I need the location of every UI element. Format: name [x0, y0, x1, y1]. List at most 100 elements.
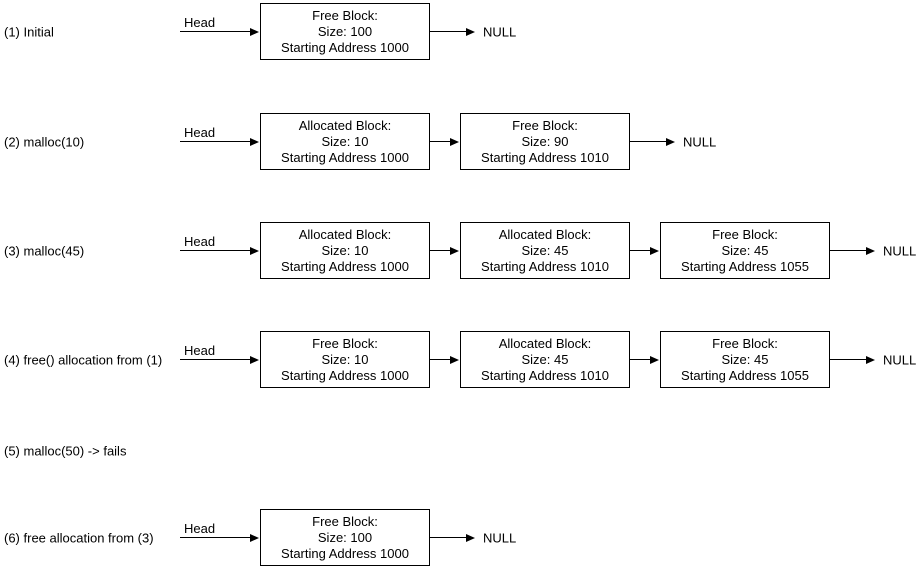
- diagram-row-free-from-3: (6) free allocation from (3) Head Free B…: [0, 509, 921, 566]
- step-label: (6) free allocation from (3): [4, 530, 154, 545]
- head-pointer-label: Head: [184, 342, 216, 358]
- arrow-shaft: [430, 30, 468, 33]
- head-arrow: [180, 113, 259, 170]
- arrow-shaft: [830, 249, 868, 252]
- arrowhead-icon: [650, 355, 659, 364]
- block-address-label: Starting Address 1000: [281, 367, 409, 383]
- head-arrow: [180, 509, 259, 566]
- block-type-label: Free Block:: [712, 335, 778, 351]
- block-address-label: Starting Address 1000: [281, 258, 409, 274]
- link-arrow: [430, 222, 459, 279]
- arrowhead-icon: [866, 355, 875, 364]
- memory-block-node: Allocated Block: Size: 45 Starting Addre…: [460, 331, 630, 388]
- block-type-label: Free Block:: [312, 335, 378, 351]
- arrow-shaft: [830, 358, 868, 361]
- arrowhead-icon: [450, 246, 459, 255]
- arrow-shaft: [180, 358, 252, 361]
- diagram-row-free-from-1: (4) free() allocation from (1) Head Free…: [0, 331, 921, 388]
- memory-block-node: Free Block: Size: 45 Starting Address 10…: [660, 222, 830, 279]
- block-type-label: Free Block:: [312, 513, 378, 529]
- memory-block-node: Free Block: Size: 90 Starting Address 10…: [460, 113, 630, 170]
- memory-block-node: Allocated Block: Size: 10 Starting Addre…: [260, 113, 430, 170]
- memory-block-node: Free Block: Size: 100 Starting Address 1…: [260, 509, 430, 566]
- head-arrow: [180, 331, 259, 388]
- head-pointer-label: Head: [184, 124, 216, 140]
- head-arrow: [180, 3, 259, 60]
- block-address-label: Starting Address 1055: [681, 258, 809, 274]
- arrow-shaft: [430, 140, 452, 143]
- arrowhead-icon: [650, 246, 659, 255]
- block-size-label: Size: 45: [521, 351, 569, 367]
- arrow-shaft: [180, 536, 252, 539]
- step-label: (2) malloc(10): [4, 134, 85, 149]
- block-address-label: Starting Address 1055: [681, 367, 809, 383]
- block-size-label: Size: 10: [321, 242, 369, 258]
- null-arrow: [430, 509, 475, 566]
- block-address-label: Starting Address 1000: [281, 545, 409, 561]
- head-pointer-label: Head: [184, 233, 216, 249]
- arrowhead-icon: [250, 246, 259, 255]
- arrowhead-icon: [466, 27, 475, 36]
- diagram-row-initial: (1) Initial Head Free Block: Size: 100 S…: [0, 3, 921, 60]
- arrow-shaft: [630, 140, 668, 143]
- diagram-row-malloc50-fails: (5) malloc(50) -> fails: [0, 422, 921, 479]
- block-address-label: Starting Address 1000: [281, 39, 409, 55]
- diagram-row-malloc10: (2) malloc(10) Head Allocated Block: Siz…: [0, 113, 921, 170]
- null-terminator-label: NULL: [683, 134, 717, 149]
- arrow-shaft: [630, 249, 652, 252]
- block-size-label: Size: 45: [721, 242, 769, 258]
- head-arrow: [180, 222, 259, 279]
- step-label: (4) free() allocation from (1): [4, 352, 163, 367]
- null-arrow: [830, 331, 875, 388]
- memory-block-node: Allocated Block: Size: 45 Starting Addre…: [460, 222, 630, 279]
- block-size-label: Size: 45: [721, 351, 769, 367]
- null-terminator-label: NULL: [883, 243, 917, 258]
- arrow-shaft: [180, 30, 252, 33]
- step-label: (3) malloc(45): [4, 243, 85, 258]
- link-arrow: [630, 331, 659, 388]
- null-arrow: [430, 3, 475, 60]
- memory-block-node: Free Block: Size: 100 Starting Address 1…: [260, 3, 430, 60]
- arrow-shaft: [630, 358, 652, 361]
- arrow-shaft: [180, 249, 252, 252]
- block-address-label: Starting Address 1010: [481, 367, 609, 383]
- block-size-label: Size: 100: [317, 23, 373, 39]
- block-address-label: Starting Address 1010: [481, 258, 609, 274]
- block-size-label: Size: 90: [521, 133, 569, 149]
- null-arrow: [830, 222, 875, 279]
- block-size-label: Size: 45: [521, 242, 569, 258]
- null-arrow: [630, 113, 675, 170]
- arrow-shaft: [430, 249, 452, 252]
- arrowhead-icon: [250, 533, 259, 542]
- block-type-label: Free Block:: [312, 7, 378, 23]
- null-terminator-label: NULL: [883, 352, 917, 367]
- step-label: (1) Initial: [4, 24, 54, 39]
- arrowhead-icon: [450, 137, 459, 146]
- link-arrow: [430, 113, 459, 170]
- block-address-label: Starting Address 1000: [281, 149, 409, 165]
- block-type-label: Allocated Block:: [298, 117, 392, 133]
- arrowhead-icon: [250, 27, 259, 36]
- arrowhead-icon: [250, 355, 259, 364]
- memory-block-node: Free Block: Size: 45 Starting Address 10…: [660, 331, 830, 388]
- arrowhead-icon: [450, 355, 459, 364]
- block-type-label: Free Block:: [512, 117, 578, 133]
- block-type-label: Allocated Block:: [298, 226, 392, 242]
- memory-block-node: Allocated Block: Size: 10 Starting Addre…: [260, 222, 430, 279]
- null-terminator-label: NULL: [483, 530, 517, 545]
- memory-block-node: Free Block: Size: 10 Starting Address 10…: [260, 331, 430, 388]
- step-label: (5) malloc(50) -> fails: [4, 443, 127, 458]
- arrowhead-icon: [866, 246, 875, 255]
- link-arrow: [430, 331, 459, 388]
- block-size-label: Size: 10: [321, 133, 369, 149]
- block-type-label: Allocated Block:: [498, 226, 592, 242]
- diagram-row-malloc45: (3) malloc(45) Head Allocated Block: Siz…: [0, 222, 921, 279]
- arrowhead-icon: [466, 533, 475, 542]
- block-type-label: Allocated Block:: [498, 335, 592, 351]
- arrow-shaft: [430, 358, 452, 361]
- block-size-label: Size: 10: [321, 351, 369, 367]
- block-type-label: Free Block:: [712, 226, 778, 242]
- block-size-label: Size: 100: [317, 529, 373, 545]
- arrow-shaft: [180, 140, 252, 143]
